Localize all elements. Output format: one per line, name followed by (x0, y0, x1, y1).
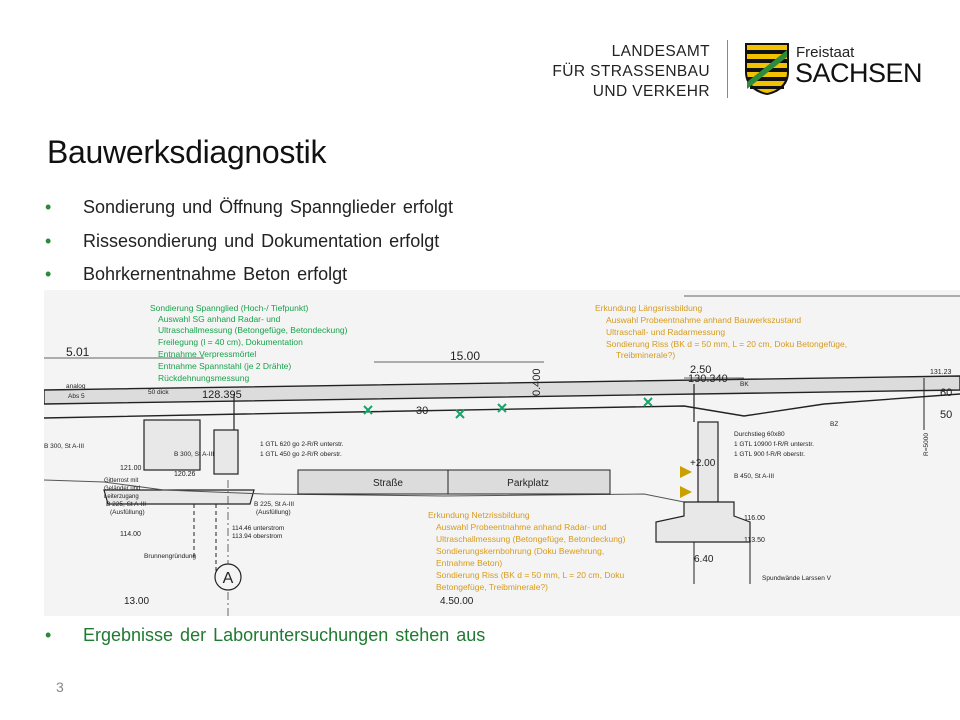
axis-label: A (223, 570, 234, 587)
dim-text: 116.00 (744, 515, 765, 522)
note-text: 113.94 oberstrom (232, 533, 282, 540)
agency-name: LANDESAMT FÜR STRASSENBAU UND VERKEHR (552, 42, 710, 102)
annotation-netzriss: Erkundung Netzrissbildung Auswahl Probee… (428, 510, 626, 592)
dim-text: +2.00 (690, 458, 716, 469)
agency-line-3: UND VERKEHR (592, 83, 710, 100)
dim-text: 50 (940, 409, 952, 421)
annotation-line: Auswahl Probeentnahme anhand Bauwerkszus… (606, 315, 801, 325)
dim-text: 128.395 (202, 389, 242, 401)
dim-text: 6.40 (694, 554, 714, 565)
note-text: Geländer und (104, 486, 140, 492)
logo-divider (727, 40, 728, 98)
annotation-line: Entnahme Beton) (436, 558, 502, 568)
agency-line-2: FÜR STRASSENBAU (552, 63, 710, 80)
note-text: BK (740, 381, 749, 388)
annotation-line: Betongefüge, Treibminerale?) (436, 582, 548, 592)
bullet-text: Bohrkernentnahme Beton erfolgt (83, 264, 348, 284)
note-text: 114.46 unterstrom (232, 525, 284, 532)
agency-line-1: LANDESAMT (611, 43, 710, 60)
note-text: B 225, St A-III (254, 501, 294, 508)
slide-title: Bauwerksdiagnostik (47, 134, 327, 170)
annotation-line: Entnahme Verpressmörtel (158, 349, 256, 359)
sachsen-label: SACHSEN (795, 58, 923, 88)
parking-label: Parkplatz (507, 478, 549, 489)
note-text: Brunnengründung (144, 553, 196, 560)
dim-text: 13.00 (124, 596, 149, 607)
bullet-dot: • (45, 625, 52, 645)
annotation-line: Auswahl Probeentnahme anhand Radar- und (436, 522, 607, 532)
page-number: 3 (56, 679, 64, 695)
dim-text: 130.340 (688, 373, 728, 385)
axis-a-marker (214, 563, 242, 591)
note-text: Durchstieg 60x80 (734, 431, 785, 438)
note-text: Leiterzugang (104, 494, 139, 500)
dim-text: 0.400 (531, 368, 543, 396)
note-text: Abs 5 (68, 393, 85, 400)
note-text: B 225, St A-III (106, 501, 146, 508)
dim-text: 121.00 (120, 465, 142, 472)
note-text: 50 dick (148, 389, 169, 396)
note-text: 1 GTL 10900 f-R/R unterstr. (734, 441, 814, 448)
note-text: B 300, St A-III (174, 451, 214, 458)
note-text: 1 GTL 620 go 2-R/R unterstr. (260, 441, 344, 448)
note-text: Gitterrost mit (104, 478, 139, 484)
annotation-line: Auswahl SG anhand Radar- und (158, 314, 281, 324)
note-text: analog (66, 383, 86, 390)
dim-text: 120.26 (174, 471, 196, 478)
annotation-line: Sondierung Riss (BK d = 50 mm, L = 20 cm… (606, 339, 847, 349)
annotation-line: Sondierung Riss (BK d = 50 mm, L = 20 cm… (436, 570, 624, 580)
note-text: 1 GTL 450 go 2-R/R oberstr. (260, 451, 342, 458)
annotation-laengsriss: Erkundung Längsrissbildung Auswahl Probe… (595, 303, 847, 360)
bullet-text: Rissesondierung und Dokumentation erfolg… (83, 231, 440, 251)
dim-text: 131.23 (930, 369, 952, 376)
bullet-dot: • (45, 197, 52, 217)
road-label: Straße (373, 478, 403, 489)
bullet-text: Sondierung und Öffnung Spannglieder erfo… (83, 197, 453, 217)
bullet-dot: • (45, 231, 52, 251)
dim-text: 2.50 (690, 364, 711, 376)
annotation-line: Entnahme Spannstahl (je 2 Drähte) (158, 361, 291, 371)
annotation-line: Ultraschallmessung (Betongefüge, Betonde… (158, 325, 348, 335)
note-text: R=5000 (923, 433, 930, 456)
bridge-drawing: A Straße Parkplatz 5.01 15.00 128.395 0.… (44, 290, 960, 616)
annotation-line: Ultraschall- und Radarmessung (606, 327, 725, 337)
note-text: (Ausfüllung) (256, 509, 291, 516)
annotation-line: Erkundung Längsrissbildung (595, 303, 703, 313)
dim-text: 114.00 (120, 531, 141, 538)
annotation-line: Rückdehnungsmessung (158, 373, 249, 383)
dim-text: 5.01 (66, 345, 90, 359)
note-text: 1 GTL 900 f-R/R oberstr. (734, 451, 805, 458)
bullet-dot: • (45, 264, 52, 284)
annotation-line: Erkundung Netzrissbildung (428, 510, 530, 520)
annotation-line: Freilegung (l = 40 cm), Dokumentation (158, 337, 303, 347)
annotation-line: Treibminerale?) (616, 350, 675, 360)
note-text: B 450, St A-III (734, 473, 774, 480)
note-text: (Ausfüllung) (110, 509, 145, 516)
freistaat-label: Freistaat (796, 44, 855, 61)
note-text: B 300, St A-III (44, 443, 84, 450)
annotation-line: Sondierung Spannglied (Hoch-/ Tiefpunkt) (150, 303, 308, 313)
dim-text: 15.00 (450, 349, 480, 363)
annotation-spannglied: Sondierung Spannglied (Hoch-/ Tiefpunkt)… (150, 303, 348, 383)
dim-text: 60 (940, 387, 952, 399)
dim-text: 113.50 (744, 537, 765, 544)
dim-text: 30 (416, 405, 428, 417)
annotation-line: Ultraschallmessung (Betongefüge, Betonde… (436, 534, 626, 544)
saxony-crest-icon (745, 43, 789, 95)
annotation-line: Sondierungskernbohrung (Doku Bewehrung, (436, 546, 604, 556)
note-text: Spundwände Larssen V (762, 575, 832, 582)
note-text: BZ (830, 421, 838, 428)
dim-text: 4.50.00 (440, 596, 474, 607)
bullet-text: Ergebnisse der Laboruntersuchungen stehe… (83, 625, 486, 645)
